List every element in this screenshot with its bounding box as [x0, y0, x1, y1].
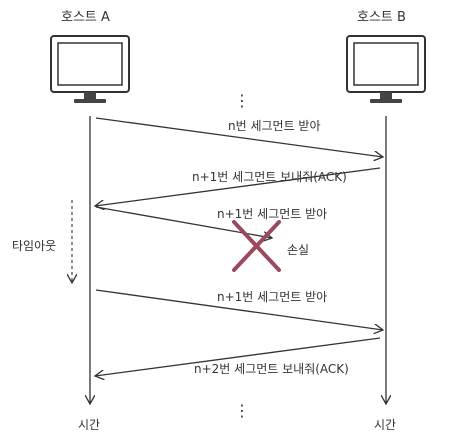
ellipsis-top: ⋮	[234, 91, 250, 110]
message-label-m3: n+1번 세그먼트 받아	[217, 207, 328, 221]
host-a-label: 호스트 A	[61, 10, 110, 25]
message-arrow-m4	[95, 289, 383, 330]
timeout-label: 타임아웃	[12, 239, 57, 253]
message-label-m4: n+1번 세그먼트 받아	[217, 290, 328, 304]
host-a-time-label: 시간	[78, 418, 101, 432]
loss-x-mark-icon	[232, 220, 281, 272]
message-label-m5: n+2번 세그먼트 보내줘(ACK)	[194, 362, 349, 376]
message-arrow-m5	[95, 337, 381, 376]
host-a-monitor-icon	[50, 35, 130, 103]
message-label-m1: n번 세그먼트 받아	[228, 119, 321, 133]
host-b-label: 호스트 B	[357, 10, 406, 25]
host-b-monitor-icon	[346, 35, 426, 103]
message-label-m2: n+1번 세그먼트 보내줘(ACK)	[192, 170, 347, 184]
message-arrow-m1	[95, 117, 383, 157]
loss-label: 손실	[287, 243, 310, 257]
host-b-time-label: 시간	[374, 418, 397, 432]
ellipsis-bottom: ⋮	[234, 401, 250, 420]
message-arrow-m2	[95, 167, 381, 206]
